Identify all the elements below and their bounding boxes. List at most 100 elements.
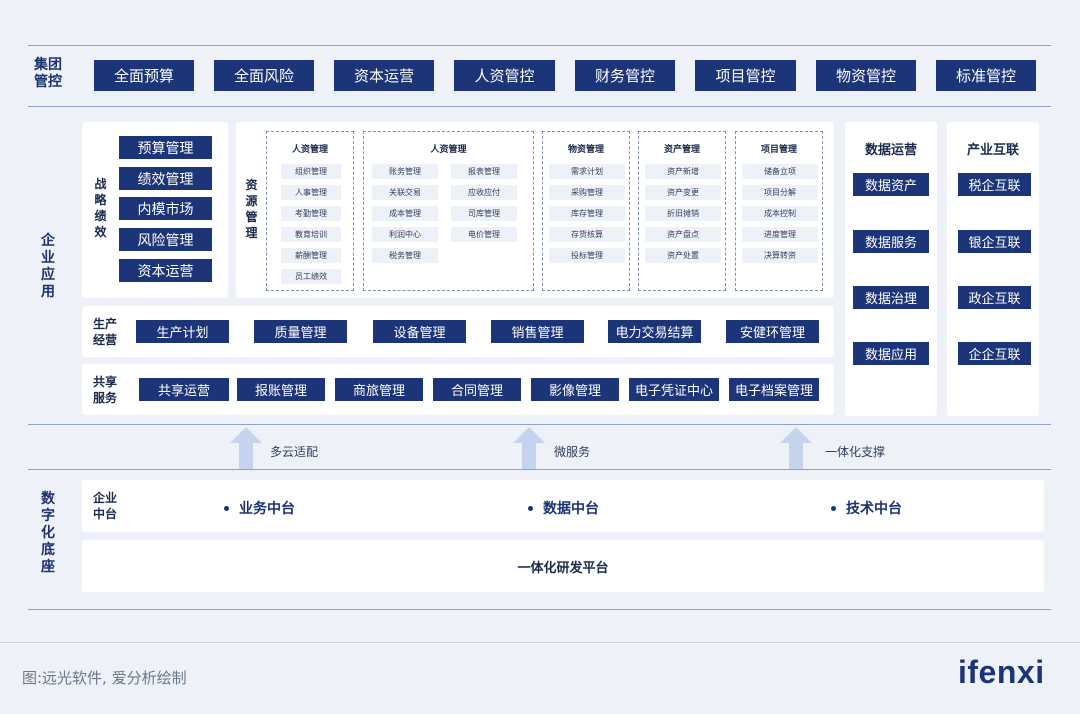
middle-item-label: 技术中台 (846, 501, 902, 517)
resource-cell[interactable]: 组织管理 (281, 164, 341, 179)
column-title: 物资管理 (567, 145, 604, 155)
strategy-item-budget[interactable]: 预算管理 (119, 136, 212, 159)
middle-item-business[interactable]: 业务中台 (224, 498, 295, 518)
resource-cell[interactable]: 考勤管理 (281, 206, 341, 221)
production-item-hse[interactable]: 安健环管理 (726, 320, 819, 343)
middle-item-tech[interactable]: 技术中台 (831, 498, 902, 518)
up-arrow-icon (780, 427, 812, 469)
industry-item-enterprise[interactable]: 企企互联 (958, 342, 1031, 365)
arrow-label-microservices: 微服务 (554, 445, 591, 459)
data-ops-item-services[interactable]: 数据服务 (853, 230, 929, 253)
column-title: 人资管理 (291, 145, 328, 155)
resource-cell[interactable]: 税务管理 (372, 248, 438, 263)
resource-cell[interactable]: 资产新增 (645, 164, 721, 179)
shared-item-contract[interactable]: 合同管理 (433, 378, 521, 401)
resource-cell[interactable]: 司库管理 (451, 206, 517, 221)
resource-cell[interactable]: 报表管理 (451, 164, 517, 179)
resource-cell[interactable]: 利润中心 (372, 227, 438, 242)
resource-cell[interactable]: 成本管理 (372, 206, 438, 221)
industry-item-tax[interactable]: 税企互联 (958, 173, 1031, 196)
strategy-item-risk[interactable]: 风险管理 (119, 228, 212, 251)
group-item-capital[interactable]: 资本运营 (334, 60, 434, 91)
divider (28, 45, 1051, 46)
shared-item-e-archive[interactable]: 电子档案管理 (729, 378, 819, 401)
data-ops-item-governance[interactable]: 数据治理 (853, 286, 929, 309)
bullet-icon (831, 505, 836, 511)
industry-item-bank[interactable]: 银企互联 (958, 230, 1031, 253)
resource-cell[interactable]: 资产盘点 (645, 227, 721, 242)
resource-cell[interactable]: 需求计划 (549, 164, 625, 179)
group-item-finance[interactable]: 财务管控 (575, 60, 675, 91)
production-item-power-trading[interactable]: 电力交易结算 (608, 320, 701, 343)
bullet-icon (528, 505, 533, 511)
arrow-label-multicloud: 多云适配 (270, 445, 319, 459)
digital-base-label: 数字化底座 (41, 491, 55, 575)
resource-cell[interactable]: 项目分解 (742, 185, 818, 200)
dev-platform-row[interactable]: 一体化研发平台 (82, 540, 1044, 592)
dev-platform-label: 一体化研发平台 (517, 560, 609, 576)
data-ops-panel (845, 122, 937, 416)
group-item-hr[interactable]: 人资管控 (454, 60, 555, 91)
group-item-risk[interactable]: 全面风险 (214, 60, 314, 91)
shared-item-operations[interactable]: 共享运营 (139, 378, 229, 401)
column-title: 项目管理 (760, 145, 797, 155)
industry-item-government[interactable]: 政企互联 (958, 286, 1031, 309)
resource-cell[interactable]: 人事管理 (281, 185, 341, 200)
resource-cell[interactable]: 教育培训 (281, 227, 341, 242)
column-title: 资产管理 (663, 145, 700, 155)
resource-cell[interactable]: 储备立项 (742, 164, 818, 179)
shared-label: 共享服务 (93, 375, 118, 405)
group-item-materials[interactable]: 物资管控 (816, 60, 916, 91)
data-ops-item-applications[interactable]: 数据应用 (853, 342, 929, 365)
resource-cell[interactable]: 应收应付 (451, 185, 517, 200)
shared-item-travel[interactable]: 商旅管理 (335, 378, 423, 401)
industry-title: 产业互联 (966, 143, 1019, 158)
industry-panel (947, 122, 1039, 416)
bullet-icon (224, 505, 229, 511)
production-item-plan[interactable]: 生产计划 (136, 320, 229, 343)
middle-item-data[interactable]: 数据中台 (528, 498, 599, 518)
group-item-budget[interactable]: 全面预算 (94, 60, 194, 91)
group-mgmt-label: 集团管控 (34, 57, 62, 90)
up-arrow-icon (230, 427, 262, 469)
resource-cell[interactable]: 决算转资 (742, 248, 818, 263)
resource-cell[interactable]: 资产处置 (645, 248, 721, 263)
resource-cell[interactable]: 库存管理 (549, 206, 625, 221)
group-item-project[interactable]: 项目管控 (695, 60, 796, 91)
middle-platform-row (82, 480, 1044, 532)
resource-cell[interactable]: 进度管理 (742, 227, 818, 242)
production-item-equipment[interactable]: 设备管理 (373, 320, 466, 343)
shared-item-imaging[interactable]: 影像管理 (531, 378, 619, 401)
group-item-standards[interactable]: 标准管控 (936, 60, 1036, 91)
strategy-item-performance[interactable]: 绩效管理 (119, 167, 212, 190)
middle-platform-label: 企业中台 (93, 491, 118, 521)
resource-column-finance: 人资管理 账务管理 报表管理 关联交易 应收应付 成本管理 司库管理 利润中心 … (363, 131, 534, 291)
strategy-item-capital[interactable]: 资本运营 (119, 259, 212, 282)
resource-cell[interactable]: 员工绩效 (281, 269, 341, 284)
resource-cell[interactable]: 存货核算 (549, 227, 625, 242)
divider (28, 469, 1051, 470)
footer-divider (0, 642, 1080, 643)
arrow-label-integrated-support: 一体化支撑 (825, 445, 886, 459)
resource-cell[interactable]: 采购管理 (549, 185, 625, 200)
middle-item-label: 数据中台 (543, 501, 599, 517)
production-item-quality[interactable]: 质量管理 (254, 320, 347, 343)
data-ops-item-assets[interactable]: 数据资产 (853, 173, 929, 196)
shared-item-e-voucher[interactable]: 电子凭证中心 (629, 378, 719, 401)
resource-column-assets: 资产管理 资产新增 资产变更 折旧摊销 资产盘点 资产处置 (638, 131, 726, 291)
production-label: 生产经营 (93, 317, 118, 347)
resource-column-materials: 物资管理 需求计划 采购管理 库存管理 存货核算 投标管理 (542, 131, 630, 291)
resource-column-hr: 人资管理 组织管理 人事管理 考勤管理 教育培训 薪酬管理 员工绩效 (266, 131, 354, 291)
production-item-sales[interactable]: 销售管理 (491, 320, 584, 343)
shared-item-expense[interactable]: 报账管理 (237, 378, 325, 401)
resource-column-projects: 项目管理 储备立项 项目分解 成本控制 进度管理 决算转资 (735, 131, 823, 291)
resource-cell[interactable]: 资产变更 (645, 185, 721, 200)
resource-cell[interactable]: 成本控制 (742, 206, 818, 221)
resource-cell[interactable]: 薪酬管理 (281, 248, 341, 263)
resource-cell[interactable]: 关联交易 (372, 185, 438, 200)
resource-cell[interactable]: 电价管理 (451, 227, 517, 242)
strategy-item-internal-market[interactable]: 内模市场 (119, 197, 212, 220)
resource-cell[interactable]: 投标管理 (549, 248, 625, 263)
resource-cell[interactable]: 折旧摊销 (645, 206, 721, 221)
resource-cell[interactable]: 账务管理 (372, 164, 438, 179)
